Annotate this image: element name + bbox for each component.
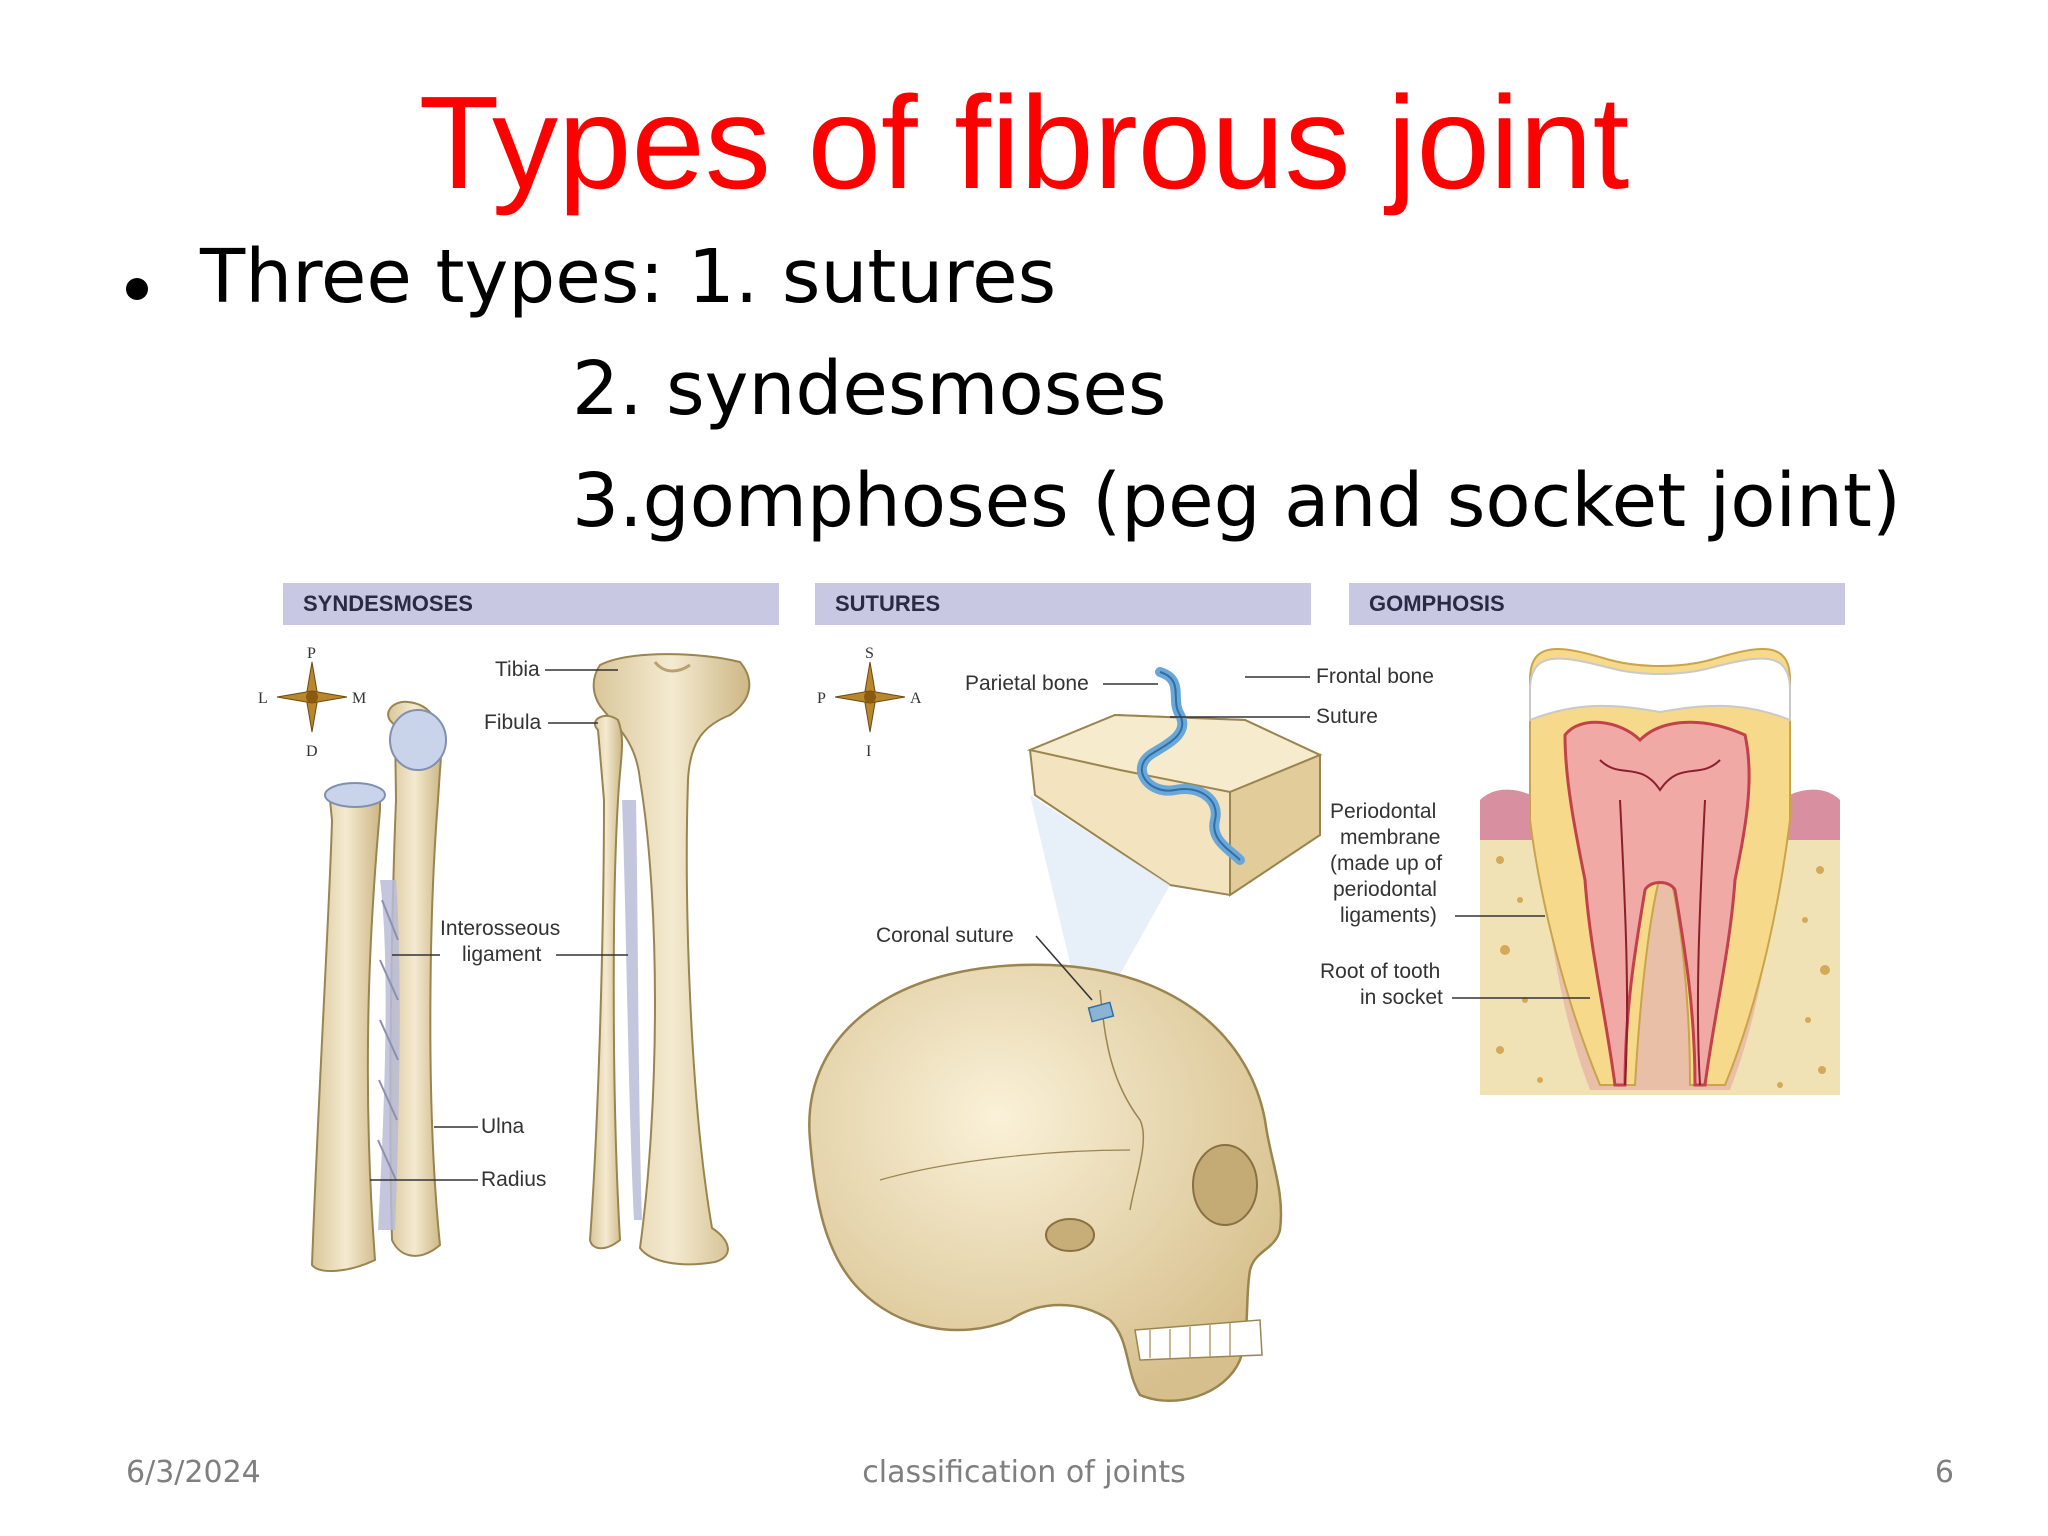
compass-left-label: L [258, 690, 268, 707]
label-radius: Radius [481, 1168, 546, 1191]
compass-top-label: S [865, 645, 874, 662]
label-root-1: Root of tooth [1320, 960, 1440, 983]
panel-header-gomphosis: GOMPHOSIS [1349, 583, 1845, 625]
label-parietal-bone: Parietal bone [965, 672, 1089, 695]
suture-bone-block-illustration [1026, 667, 1323, 897]
bullet-item-3: 3.gomphoses (peg and socket joint) [572, 458, 1901, 544]
footer-page-number: 6 [1934, 1455, 1954, 1490]
label-ulna: Ulna [481, 1115, 525, 1138]
compass-right-label: M [352, 690, 366, 707]
label-root-2: in socket [1360, 986, 1443, 1009]
label-fibula: Fibula [484, 711, 542, 734]
footer-center: classification of joints [862, 1455, 1186, 1490]
forearm-bones-illustration [310, 700, 447, 1272]
leg-bones-illustration [588, 653, 751, 1266]
bullet-lead: Three types: 1. sutures [200, 234, 1057, 320]
compass-left-label: P [817, 690, 826, 707]
label-periodontal-1: Periodontal [1330, 800, 1436, 823]
bullet-dot [126, 278, 148, 300]
slide-title: Types of fibrous joint [418, 69, 1630, 216]
panel-header-sutures: SUTURES [815, 583, 1311, 625]
compass-bottom-label: D [306, 743, 318, 760]
tooth-cross-section-illustration [1480, 647, 1840, 1095]
panel-header-syndesmoses: SYNDESMOSES [283, 583, 779, 625]
footer-date: 6/3/2024 [126, 1455, 261, 1490]
label-coronal-suture: Coronal suture [876, 924, 1014, 947]
label-frontal-bone: Frontal bone [1316, 665, 1434, 688]
label-periodontal-5: ligaments) [1340, 904, 1437, 927]
magnification-cone [1030, 795, 1170, 1010]
compass-bottom-label: I [866, 743, 871, 760]
label-interosseous-1: Interosseous [440, 917, 560, 940]
bullet-item-2: 2. syndesmoses [572, 346, 1167, 432]
compass-right-label: A [910, 690, 922, 707]
label-interosseous-2: ligament [462, 943, 542, 966]
compass-rose-sutures: S I P A [817, 645, 922, 760]
label-periodontal-4: periodontal [1333, 878, 1437, 901]
compass-top-label: P [307, 645, 316, 662]
compass-rose-syndesmoses: P D L M [258, 645, 366, 760]
skull-illustration [808, 963, 1283, 1403]
label-periodontal-2: membrane [1340, 826, 1440, 849]
label-suture: Suture [1316, 705, 1378, 728]
label-tibia: Tibia [495, 658, 540, 681]
label-periodontal-3: (made up of [1330, 852, 1442, 875]
